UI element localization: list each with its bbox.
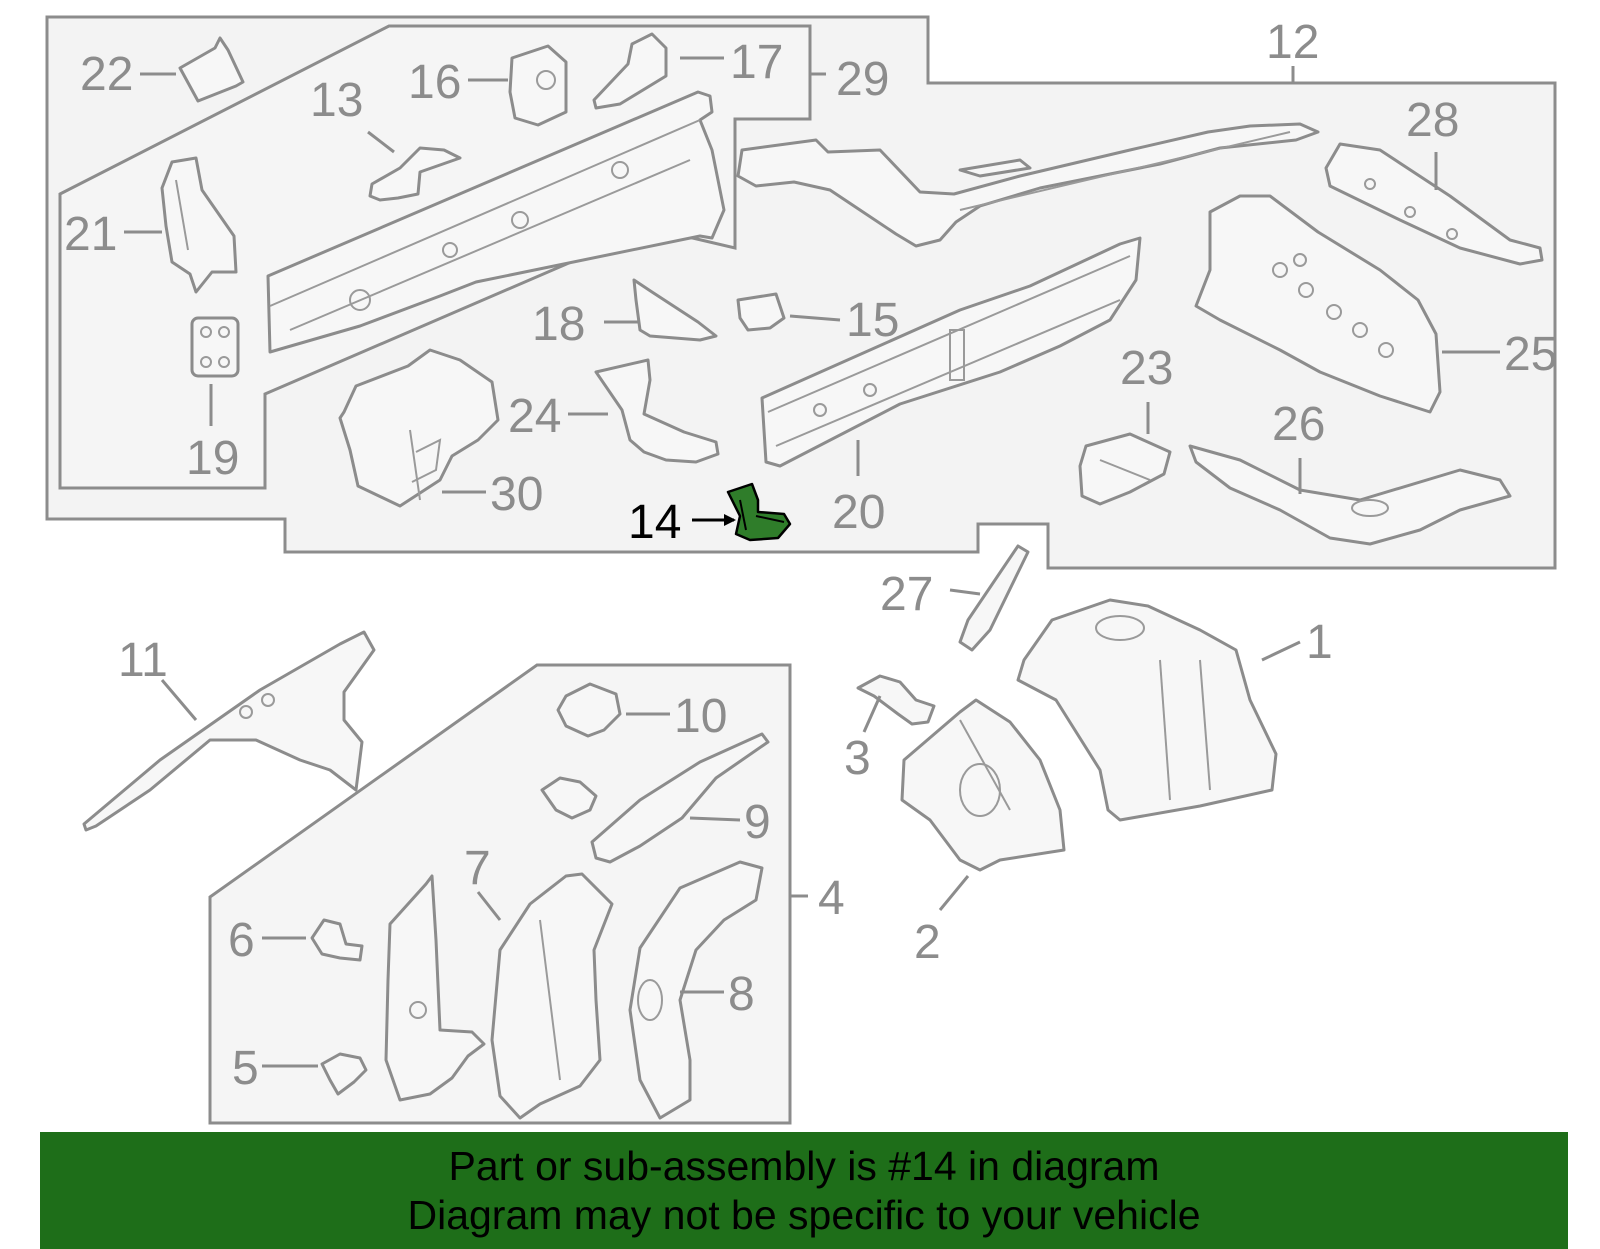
part-27-rod <box>958 544 1030 652</box>
part-30-apron <box>338 348 500 508</box>
callout-21: 21 <box>64 208 117 261</box>
callout-22: 22 <box>80 48 133 101</box>
part-3-bracket <box>856 674 936 726</box>
part-23-bracket <box>1078 432 1172 506</box>
part-20-side-rail <box>760 236 1142 468</box>
callout-6: 6 <box>228 914 255 967</box>
callout-23: 23 <box>1120 342 1173 395</box>
callout-27: 27 <box>880 568 933 621</box>
callout-24: 24 <box>508 390 561 443</box>
part-29-front-rail <box>266 90 726 354</box>
part-22-bracket <box>178 36 245 103</box>
part-2-wheelhouse <box>900 698 1066 872</box>
part-28-rail <box>1324 142 1544 266</box>
callout-7: 7 <box>464 842 491 895</box>
part-1-apron-panel <box>1016 598 1278 822</box>
callout-13: 13 <box>310 74 363 127</box>
callout-15: 15 <box>846 294 899 347</box>
callout-1: 1 <box>1306 616 1333 669</box>
part-9-rail <box>540 732 770 864</box>
callout-5: 5 <box>232 1042 259 1095</box>
callout-labels: 22 16 17 29 12 13 21 19 28 25 23 26 18 1… <box>64 16 1557 1095</box>
part-25-floor-side <box>1194 194 1442 414</box>
callout-16: 16 <box>408 56 461 109</box>
part-4-pillar <box>384 874 486 1102</box>
part-7-wheelhouse-inner <box>490 872 614 1120</box>
part-18-bracket <box>632 278 718 342</box>
banner-line-2: Diagram may not be specific to your vehi… <box>407 1191 1201 1238</box>
part-26-floor-panel <box>1188 444 1512 546</box>
callout-25: 25 <box>1504 328 1557 381</box>
callout-18: 18 <box>532 298 585 351</box>
part-12-upper-rail <box>736 122 1320 248</box>
part-15-bracket <box>736 292 786 332</box>
callout-19: 19 <box>186 432 239 485</box>
part-19-plate <box>190 316 240 378</box>
callout-11: 11 <box>118 634 168 687</box>
part-5-clip <box>320 1052 368 1096</box>
part-16-mount <box>508 44 568 127</box>
leader-lines <box>124 56 1500 1068</box>
callout-8: 8 <box>728 968 755 1021</box>
callout-26: 26 <box>1272 398 1325 451</box>
part-11-rail <box>82 630 376 832</box>
callout-12: 12 <box>1266 16 1319 69</box>
part-24-bracket <box>594 358 720 464</box>
part-13-bracket <box>368 146 462 202</box>
callout-4: 4 <box>818 872 845 925</box>
part-6-clip <box>310 918 364 962</box>
info-banner: Part or sub-assembly is #14 in diagram D… <box>40 1132 1568 1249</box>
callout-14: 14 <box>628 496 681 549</box>
callout-3: 3 <box>844 732 871 785</box>
callout-9: 9 <box>744 796 771 849</box>
callout-29: 29 <box>836 53 889 106</box>
callout-2: 2 <box>914 916 941 969</box>
banner-line-1: Part or sub-assembly is #14 in diagram <box>448 1142 1160 1189</box>
part-8-wheelhouse-outer <box>628 860 764 1120</box>
part-21-reinforcement <box>160 156 238 294</box>
callout-30: 30 <box>490 468 543 521</box>
part-14-highlighted <box>726 482 792 542</box>
callout-10: 10 <box>674 690 727 743</box>
callout-20: 20 <box>832 486 885 539</box>
part-17-bracket <box>592 32 668 110</box>
callout-28: 28 <box>1406 94 1459 147</box>
callout-17: 17 <box>730 36 783 89</box>
part-10-bracket <box>556 682 622 738</box>
